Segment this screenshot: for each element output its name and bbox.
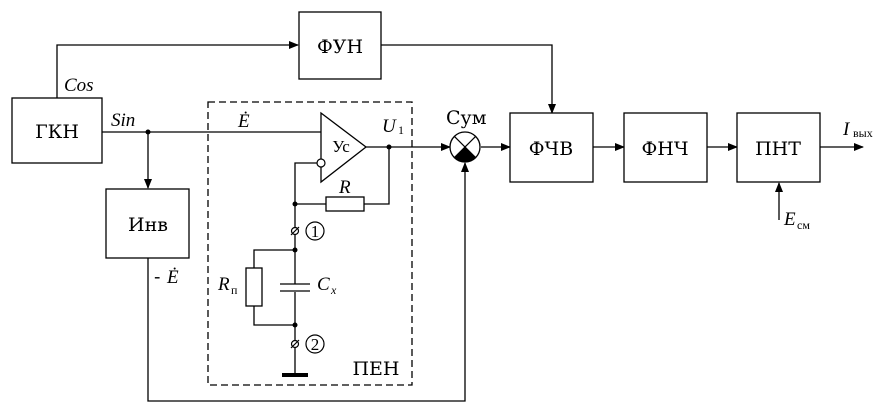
wire-fun-to-fchv xyxy=(381,44,556,114)
block-gkn xyxy=(11,97,103,164)
label-fun: ФУН xyxy=(317,36,363,58)
resistor-rp xyxy=(245,267,263,307)
resistor-r xyxy=(325,196,365,212)
terminal-1-symbol xyxy=(290,221,325,241)
label-pen: ПЕН xyxy=(352,358,399,380)
summer-symbol xyxy=(449,131,481,163)
label-amp: Ус xyxy=(332,137,350,156)
terminal-2-symbol xyxy=(290,334,325,354)
label-e-bias: E xyxy=(783,209,796,230)
label-e-dot: Ė xyxy=(237,111,250,132)
block-fchv xyxy=(509,112,594,183)
label-u1-sub: 1 xyxy=(398,123,404,137)
block-inv xyxy=(105,188,190,259)
label-neg-sign: - xyxy=(154,266,160,288)
label-u1: U xyxy=(382,116,397,137)
label-pnt: ПНТ xyxy=(755,138,801,160)
amplifier-triangle xyxy=(320,111,368,184)
label-terminal-1: 1 xyxy=(311,222,320,241)
label-rp: R xyxy=(217,274,230,295)
label-sum: Сум xyxy=(446,107,487,129)
label-cx-sub: x xyxy=(330,283,337,297)
wire-rp-top xyxy=(253,249,295,268)
label-i-out-sub: вых xyxy=(853,126,873,140)
wire-inv-to-sum xyxy=(147,162,469,402)
label-fchv: ФЧВ xyxy=(529,138,573,160)
label-fnch: ФНЧ xyxy=(641,138,688,160)
label-i-out: I xyxy=(842,119,851,140)
wire-cos-to-fun xyxy=(56,41,299,98)
label-inv: Инв xyxy=(128,214,168,236)
label-r: R xyxy=(338,177,351,198)
junction-dot xyxy=(292,201,298,207)
label-gkn: ГКН xyxy=(35,121,79,143)
block-fnch xyxy=(623,112,708,183)
junction-dot xyxy=(292,247,298,253)
label-rp-sub: п xyxy=(231,283,238,297)
label-neg-e-dot: Ė xyxy=(166,267,179,288)
pen-region xyxy=(207,101,413,386)
label-cos: Cos xyxy=(64,75,94,96)
label-cx: C xyxy=(317,274,330,295)
block-pnt xyxy=(736,112,821,183)
block-fun xyxy=(298,11,382,80)
label-terminal-2: 2 xyxy=(311,335,320,354)
junction-dot xyxy=(386,144,392,150)
junction-dot xyxy=(145,129,151,135)
label-sin: Sin xyxy=(111,110,135,131)
label-e-bias-sub: см xyxy=(797,218,810,232)
wire-inverting-input xyxy=(294,162,317,375)
inverting-input-bubble xyxy=(316,158,326,168)
wire-feedback-right xyxy=(364,147,390,205)
wire-rp-bottom xyxy=(253,306,295,326)
junction-dot xyxy=(292,322,298,328)
